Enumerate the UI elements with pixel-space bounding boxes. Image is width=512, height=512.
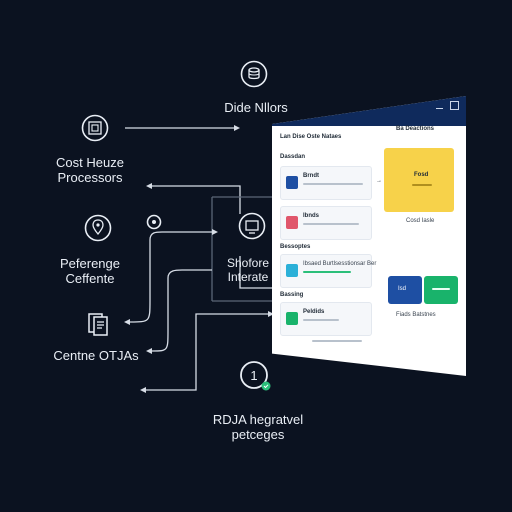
timer-number: 1 xyxy=(250,368,257,383)
app-window[interactable]: Lan Dise Oste Nataes Ba Deactions Dassda… xyxy=(272,96,466,376)
card-chip-icon xyxy=(286,176,298,189)
section-heading-3: Bassing xyxy=(280,292,304,298)
card-line xyxy=(303,271,351,273)
peferenge-label: Peferenge Ceffente xyxy=(60,256,120,286)
list-card-4[interactable]: Peldids xyxy=(280,302,372,336)
card-title: Brndt xyxy=(303,173,319,179)
maximize-icon[interactable] xyxy=(450,101,459,110)
card-title: Ibnds xyxy=(303,213,319,219)
timer-icon: 1 xyxy=(240,361,271,391)
window-titlebar[interactable] xyxy=(272,96,466,126)
yellow-caption: Cosd Iasle xyxy=(406,218,435,224)
blue-card-label: Isd xyxy=(398,286,407,292)
list-card-3[interactable]: Ibsaed Burtlsesstionsar Ber xyxy=(280,254,376,288)
yellow-card[interactable]: Fosd xyxy=(384,148,454,212)
section-heading-1: Dassdan xyxy=(280,154,306,160)
card-line xyxy=(303,223,359,225)
coin-stack-icon xyxy=(240,60,268,88)
pin-drop-icon xyxy=(84,214,112,242)
card-title: Peldids xyxy=(303,309,325,315)
monitor-icon xyxy=(238,212,266,240)
minimize-icon[interactable] xyxy=(436,101,443,109)
card-line xyxy=(303,183,363,185)
list-card-2[interactable]: Ibnds xyxy=(280,206,372,240)
centne-label: Centne OTJAs xyxy=(53,348,139,363)
cost-label: Cost Heuze Processors xyxy=(56,155,124,185)
documents-icon xyxy=(88,313,108,336)
card-chip-icon xyxy=(286,312,298,325)
yellow-card-title: Fosd xyxy=(414,172,429,178)
card-chip-icon xyxy=(286,264,298,277)
arrow-glyph: → xyxy=(376,178,382,184)
list-card-1[interactable]: Brndt xyxy=(280,166,372,200)
green-card-line xyxy=(432,288,450,290)
toolbar-right-text: Ba Deactions xyxy=(396,126,435,132)
blue-card[interactable]: Isd xyxy=(388,276,422,304)
card-title: Ibsaed Burtlsesstionsar Ber xyxy=(303,261,377,267)
target-dot-icon xyxy=(146,214,162,230)
yellow-card-line xyxy=(412,184,432,186)
section-heading-2: Bessoptes xyxy=(280,244,311,250)
green-caption: Fiads Batstnes xyxy=(396,312,436,318)
footer-line xyxy=(312,340,362,342)
card-chip-icon xyxy=(286,216,298,229)
box-grid-icon xyxy=(81,114,109,142)
bottom-label: RDJA hegratvel petceges xyxy=(212,412,304,442)
green-card[interactable] xyxy=(424,276,458,304)
card-line xyxy=(303,319,339,321)
center-label: Shofore Interate xyxy=(226,256,270,284)
top-label: Dide Nllors xyxy=(224,100,288,115)
toolbar-left-text: Lan Dise Oste Nataes xyxy=(280,134,342,140)
